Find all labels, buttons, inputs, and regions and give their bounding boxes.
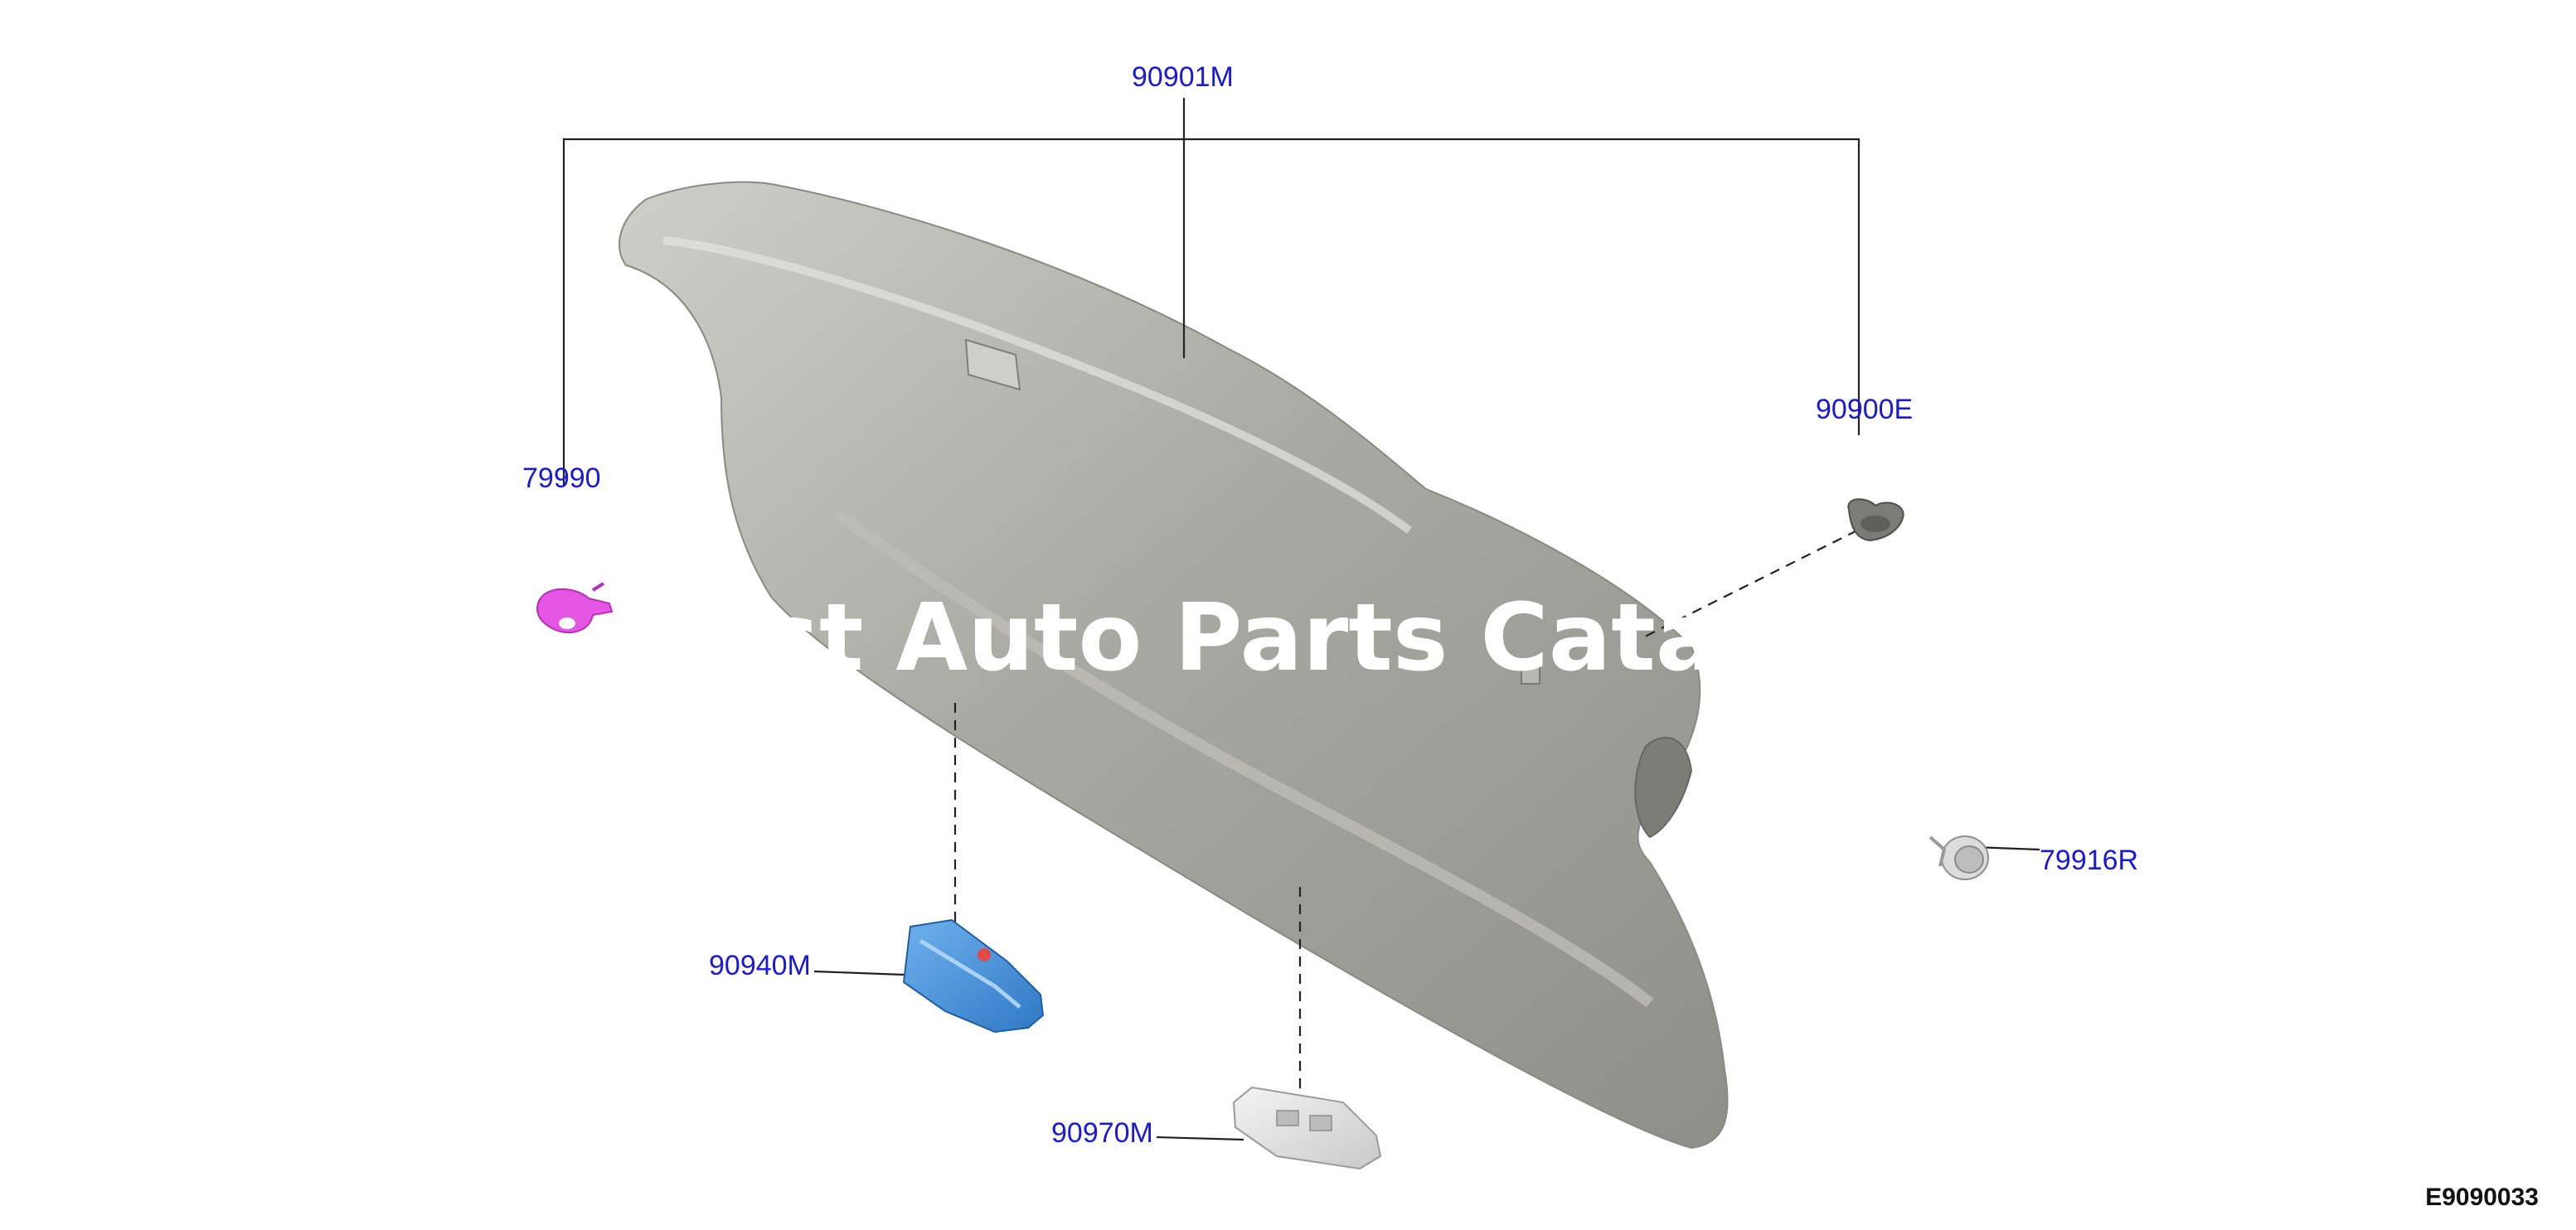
watermark-text: Best Auto Parts Catalog <box>630 584 1880 692</box>
leader-90970M <box>1156 1136 1244 1141</box>
liftgate-trim-panel[interactable] <box>619 181 1729 1150</box>
callout-90970M[interactable]: 90970M <box>1051 1117 1153 1149</box>
cargo-lamp[interactable] <box>1232 1086 1382 1170</box>
push-pin-fastener[interactable] <box>1928 835 1989 880</box>
diagram-id: E9090033 <box>2425 1184 2539 1211</box>
leader-90900E <box>1641 530 1858 639</box>
callout-labels: 90901M 90900E 79990 79916R 90940M 90970M <box>522 61 2138 1149</box>
callout-90901M[interactable]: 90901M <box>1132 61 1234 93</box>
leader-90940M <box>813 970 905 976</box>
callout-90940M[interactable]: 90940M <box>709 950 811 981</box>
pull-handle[interactable] <box>902 918 1045 1034</box>
leader-lines <box>562 98 2040 1141</box>
callout-79916R[interactable]: 79916R <box>2040 845 2138 876</box>
leader-bracket <box>562 138 1860 486</box>
retainer-clip[interactable] <box>536 582 614 634</box>
trim-clip[interactable] <box>1847 498 1904 542</box>
callout-90900E[interactable]: 90900E <box>1816 394 1913 425</box>
callout-79990[interactable]: 79990 <box>522 462 601 494</box>
